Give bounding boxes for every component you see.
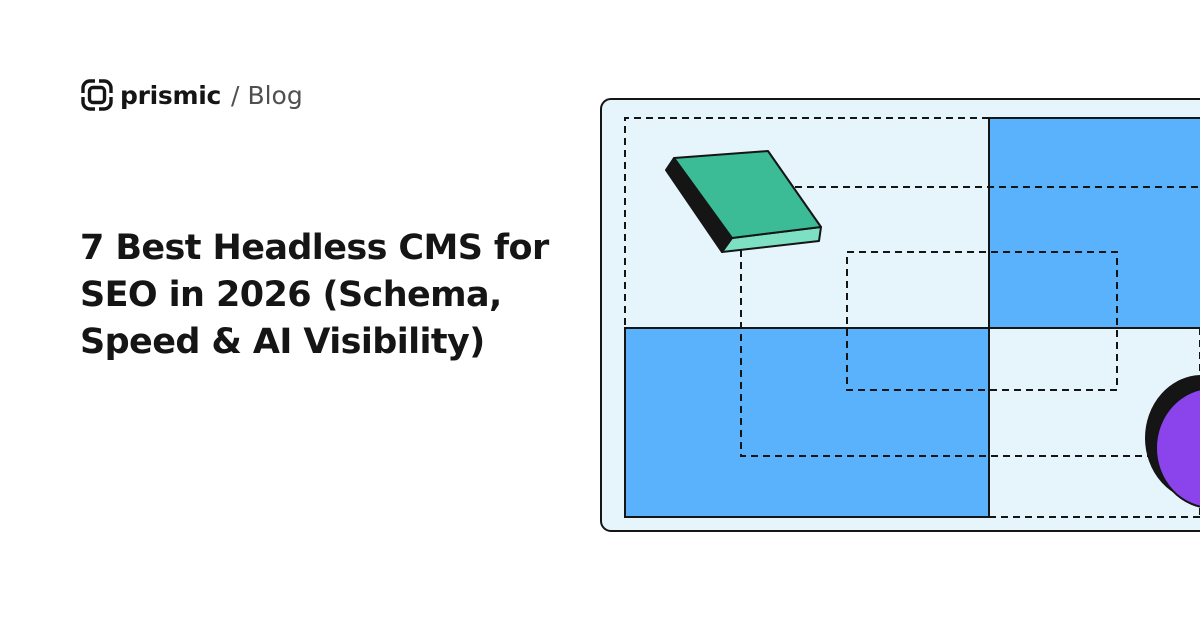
- article-title: 7 Best Headless CMS for SEO in 2026 (Sch…: [80, 228, 549, 362]
- brand-section-link[interactable]: Blog: [247, 80, 303, 110]
- disc-top: [1155, 387, 1200, 509]
- dashed-guides: [624, 117, 1200, 518]
- hero-illustration: [600, 98, 1200, 532]
- brand-separator: /: [231, 80, 240, 110]
- brand-name: prismic: [120, 80, 222, 110]
- dashed-outer-guide: [624, 117, 989, 328]
- purple-disc-shape: [1145, 375, 1200, 509]
- frame-border: [600, 98, 1200, 532]
- green-book-shape: [665, 150, 822, 253]
- prismic-logo-icon: [80, 78, 114, 112]
- brand-header[interactable]: prismic / Blog: [80, 78, 303, 112]
- dashed-inner-rect: [846, 251, 1118, 391]
- dashed-loop-guide: [740, 250, 1160, 457]
- blue-block-bottom-left: [624, 327, 990, 518]
- blue-block-top-right: [988, 117, 1200, 329]
- book-top: [673, 150, 822, 239]
